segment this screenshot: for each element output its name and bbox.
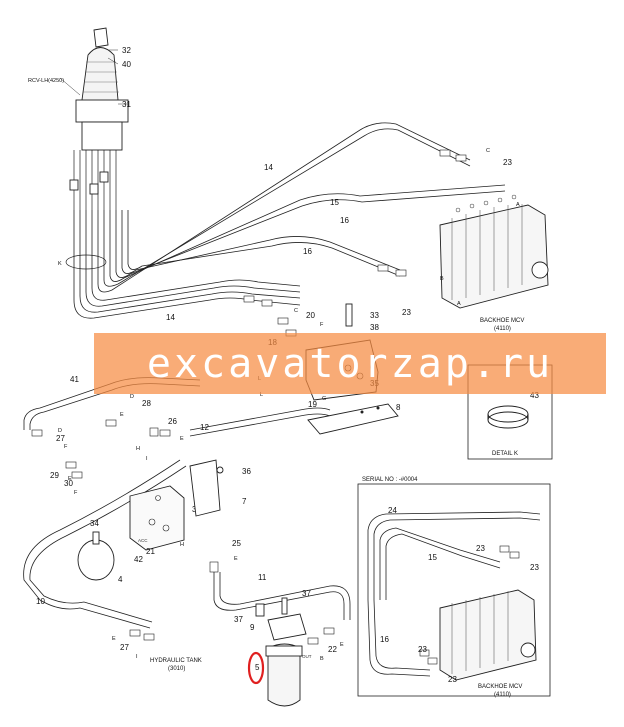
serial-label: SERIAL NO : -#0004 bbox=[362, 477, 418, 483]
port-h-a: H bbox=[136, 446, 140, 452]
label-37-a: 37 bbox=[302, 589, 311, 598]
filter-assembly bbox=[255, 597, 307, 707]
serial-inset-box bbox=[357, 483, 551, 697]
label-42: 42 bbox=[134, 555, 143, 564]
label-16-top-b: 16 bbox=[303, 247, 312, 256]
fittings-upper bbox=[243, 149, 467, 337]
label-4: 4 bbox=[118, 575, 123, 584]
port-i-a: I bbox=[146, 456, 148, 462]
port-f-b: F bbox=[64, 444, 68, 450]
label-27-a: 27 bbox=[56, 434, 65, 443]
label-11: 11 bbox=[258, 573, 267, 582]
label-29: 29 bbox=[50, 471, 59, 480]
label-14-mid: 14 bbox=[166, 313, 175, 322]
label-23-inset-d: 23 bbox=[448, 675, 457, 684]
label-26: 26 bbox=[168, 417, 177, 426]
port-b-top: B bbox=[440, 276, 444, 282]
fittings-filter bbox=[307, 627, 335, 645]
plate-8 bbox=[307, 403, 399, 435]
port-e-e: E bbox=[112, 636, 116, 642]
label-5: 5 bbox=[255, 663, 260, 672]
port-c-mid: C bbox=[294, 308, 298, 314]
label-3: 3 bbox=[192, 505, 197, 514]
label-24: 24 bbox=[388, 506, 397, 515]
label-23-top-a: 23 bbox=[503, 158, 512, 167]
port-l-b: L bbox=[260, 392, 263, 398]
hydraulic-tank-label: HYDRAULIC TANK bbox=[150, 658, 202, 664]
label-14-top: 14 bbox=[264, 163, 273, 172]
acc-label: ACC bbox=[138, 538, 148, 543]
label-31: 31 bbox=[122, 100, 131, 109]
highlight-ring-5 bbox=[247, 651, 265, 685]
fittings-left bbox=[31, 419, 171, 479]
backhoe-mcv-top bbox=[439, 194, 549, 309]
label-41: 41 bbox=[70, 375, 79, 384]
port-a-top: A bbox=[516, 202, 520, 208]
label-23-inset-c: 23 bbox=[418, 645, 427, 654]
backhoe-mcv-inset-code: (4110) bbox=[494, 692, 511, 698]
label-16-inset: 16 bbox=[380, 635, 389, 644]
port-c-top: C bbox=[486, 148, 490, 154]
label-22: 22 bbox=[328, 645, 337, 654]
label-7: 7 bbox=[242, 497, 247, 506]
label-43: 43 bbox=[530, 391, 539, 400]
backhoe-mcv-code: (4110) bbox=[494, 326, 511, 332]
label-30: 30 bbox=[64, 479, 73, 488]
label-9: 9 bbox=[250, 623, 255, 632]
label-25: 25 bbox=[232, 539, 241, 548]
port-g: G bbox=[322, 396, 326, 402]
label-10: 10 bbox=[36, 597, 45, 606]
label-8: 8 bbox=[396, 403, 401, 412]
port-d-a: D bbox=[130, 394, 134, 400]
label-34: 34 bbox=[90, 519, 99, 528]
port-k: K bbox=[58, 261, 62, 267]
label-23-top-b: 23 bbox=[402, 308, 411, 317]
label-27-b: 27 bbox=[120, 643, 129, 652]
label-20: 20 bbox=[306, 311, 315, 320]
hydraulic-tank-code: (3010) bbox=[168, 666, 185, 672]
label-40: 40 bbox=[122, 60, 131, 69]
port-i-b: I bbox=[136, 654, 138, 660]
label-21: 21 bbox=[146, 547, 155, 556]
fittings-tank bbox=[129, 561, 219, 641]
port-a-top-b: A bbox=[457, 301, 461, 307]
rcv-label: RCV-LH(4250) bbox=[28, 78, 64, 84]
port-f-mid: F bbox=[320, 322, 324, 328]
watermark-text: excavatorzap.ru bbox=[146, 340, 554, 387]
label-16-top: 16 bbox=[340, 216, 349, 225]
port-e-filter: E bbox=[340, 642, 344, 648]
block-3 bbox=[129, 485, 185, 551]
port-e-b: E bbox=[180, 436, 184, 442]
label-37-b: 37 bbox=[234, 615, 243, 624]
port-f-c: F bbox=[74, 490, 78, 496]
port-h-b: H bbox=[180, 542, 184, 548]
label-38: 38 bbox=[370, 323, 379, 332]
label-15-inset: 15 bbox=[428, 553, 437, 562]
label-36: 36 bbox=[242, 467, 251, 476]
label-23-inset-a: 23 bbox=[476, 544, 485, 553]
label-33: 33 bbox=[370, 311, 379, 320]
mcv-top-ports bbox=[455, 194, 517, 213]
accumulator-4 bbox=[77, 531, 115, 581]
detail-k-label: DETAIL K bbox=[492, 451, 518, 457]
label-15-top: 15 bbox=[330, 198, 339, 207]
out-label: OUT bbox=[302, 654, 312, 659]
watermark-banner: excavatorzap.ru bbox=[94, 333, 606, 394]
label-19: 19 bbox=[308, 400, 317, 409]
bracket-7 bbox=[189, 459, 224, 517]
label-32: 32 bbox=[122, 46, 131, 55]
label-23-inset-b: 23 bbox=[530, 563, 539, 572]
port-b-filter: B bbox=[320, 656, 324, 662]
label-12: 12 bbox=[200, 423, 209, 432]
backhoe-mcv-label: BACKHOE MCV bbox=[480, 318, 524, 324]
port-d-b: D bbox=[58, 428, 62, 434]
port-e-a: E bbox=[120, 412, 124, 418]
port-e-c: E bbox=[68, 476, 72, 482]
label-28: 28 bbox=[142, 399, 151, 408]
rcv-lever-assembly bbox=[59, 27, 129, 210]
port-e-d: E bbox=[234, 556, 238, 562]
backhoe-mcv-inset-label: BACKHOE MCV bbox=[478, 684, 522, 690]
